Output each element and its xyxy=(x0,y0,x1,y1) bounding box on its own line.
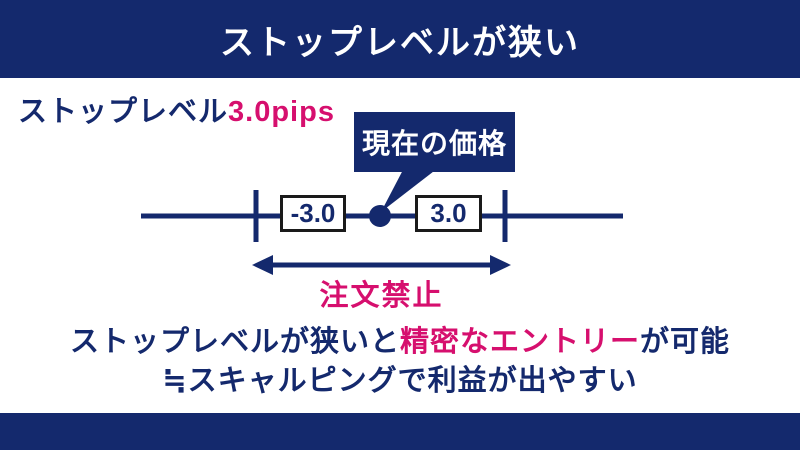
range-arrow-right-head-icon xyxy=(490,255,511,275)
stop-level-label-text: ストップレベル xyxy=(18,96,229,128)
page-title: ストップレベルが狭い xyxy=(220,23,580,62)
summary-line1-highlight: 精密なエントリー xyxy=(399,326,640,358)
current-price-bubble-label: 現在の価格 xyxy=(361,128,507,159)
summary-line-1: ストップレベルが狭いと精密なエントリーが可能 xyxy=(0,318,800,360)
upper-stop-value: 3.0 xyxy=(430,198,467,228)
summary-line-2: ≒スキャルピングで利益が出やすい xyxy=(162,365,638,397)
order-prohibited-label: 注文禁止 xyxy=(319,280,444,312)
title-banner: ストップレベルが狭い xyxy=(0,0,800,78)
current-price-dot xyxy=(369,205,391,227)
stop-level-label: ストップレベル3.0pips xyxy=(18,88,335,130)
summary-line1-after: が可能 xyxy=(640,326,731,358)
footer-bar xyxy=(0,413,800,450)
bubble-tail xyxy=(381,168,438,212)
current-price-bubble: 現在の価格 xyxy=(354,112,515,172)
lower-stop-value: -3.0 xyxy=(290,198,336,228)
range-arrow-left-head-icon xyxy=(252,255,273,275)
stop-level-value: 3.0pips xyxy=(228,96,335,128)
lower-stop-value-box: -3.0 xyxy=(280,195,346,232)
upper-stop-value-box: 3.0 xyxy=(415,195,482,232)
summary-line1-before: ストップレベルが狭いと xyxy=(69,326,400,358)
